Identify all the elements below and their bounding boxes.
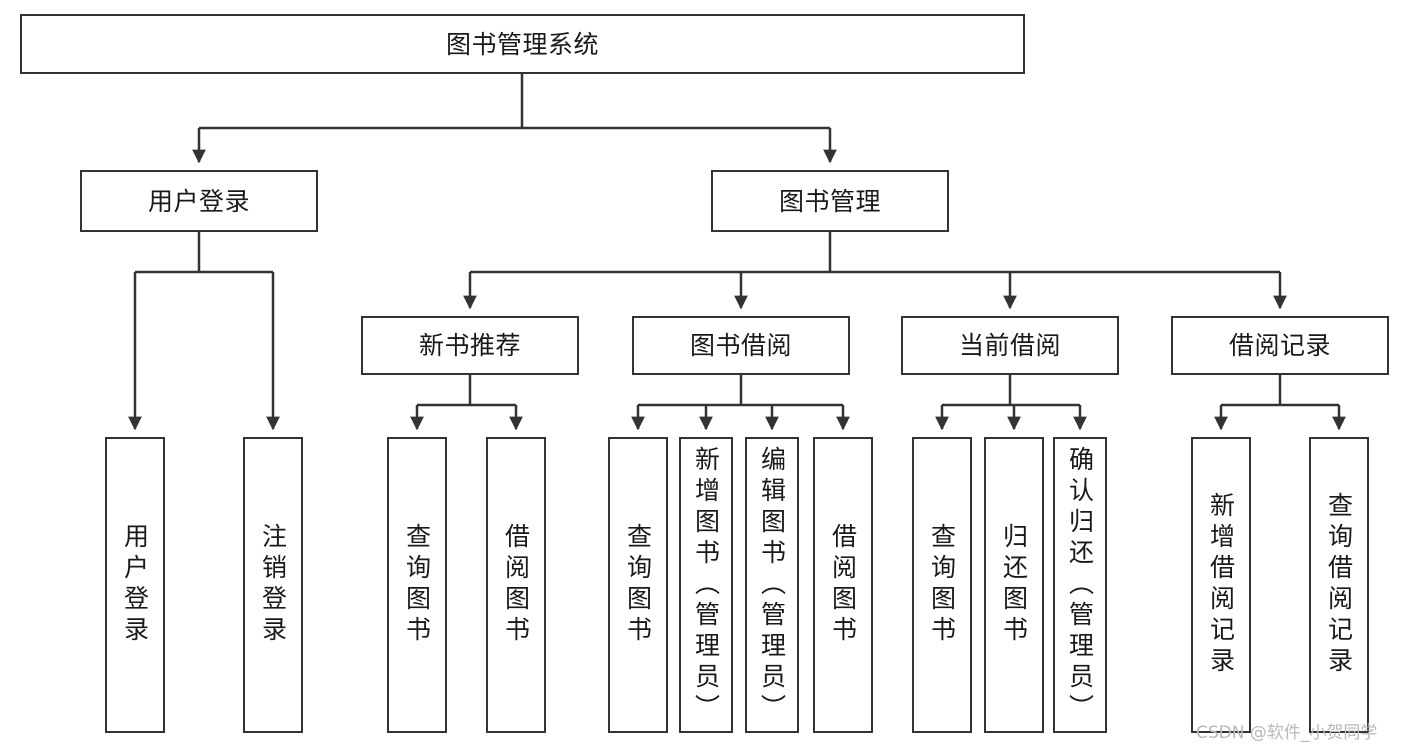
node-leaf-logout[interactable]: 注销登录 (243, 437, 303, 733)
node-book-manage-label: 图书管理 (778, 186, 881, 216)
node-new-book-recommend-label: 新书推荐 (418, 331, 521, 360)
node-current-borrow[interactable]: 当前借阅 (901, 316, 1119, 375)
node-book-borrow-label: 图书借阅 (689, 331, 792, 360)
node-leaf-user-login[interactable]: 用户登录 (105, 437, 165, 733)
node-leaf-query-book-borrow[interactable]: 查询图书 (608, 437, 668, 733)
node-root[interactable]: 图书管理系统 (20, 14, 1025, 74)
watermark-text: CSDN @软件_小贺同学 (1196, 723, 1378, 743)
node-current-borrow-label: 当前借阅 (958, 331, 1061, 360)
node-borrow-record-label: 借阅记录 (1228, 331, 1331, 360)
node-leaf-borrow-book-rec-label: 借阅图书 (501, 523, 531, 647)
node-leaf-query-book-cur-label: 查询图书 (927, 523, 957, 647)
node-user-login-label: 用户登录 (147, 186, 250, 216)
node-book-manage[interactable]: 图书管理 (711, 170, 949, 232)
node-book-borrow[interactable]: 图书借阅 (632, 316, 850, 375)
node-leaf-query-book-cur[interactable]: 查询图书 (912, 437, 972, 733)
node-leaf-edit-book-admin[interactable]: 编辑图书（管理员） (745, 437, 799, 733)
node-leaf-return-book[interactable]: 归还图书 (984, 437, 1044, 733)
node-leaf-confirm-return-admin[interactable]: 确认归还（管理员） (1053, 437, 1107, 733)
node-new-book-recommend[interactable]: 新书推荐 (361, 316, 579, 375)
node-leaf-query-book-rec[interactable]: 查询图书 (387, 437, 447, 733)
node-leaf-logout-label: 注销登录 (258, 523, 288, 647)
node-leaf-edit-book-admin-label: 编辑图书（管理员） (757, 445, 787, 725)
node-leaf-add-book-admin-label: 新增图书（管理员） (691, 445, 721, 725)
node-leaf-return-book-label: 归还图书 (999, 523, 1029, 647)
node-leaf-query-book-rec-label: 查询图书 (402, 523, 432, 647)
node-leaf-query-borrow-record-label: 查询借阅记录 (1324, 492, 1354, 678)
node-leaf-add-borrow-record-label: 新增借阅记录 (1206, 492, 1236, 678)
node-borrow-record[interactable]: 借阅记录 (1171, 316, 1389, 375)
node-root-label: 图书管理系统 (445, 29, 599, 59)
node-leaf-query-book-borrow-label: 查询图书 (623, 523, 653, 647)
node-leaf-user-login-label: 用户登录 (120, 523, 150, 647)
node-leaf-borrow-book-label: 借阅图书 (828, 523, 858, 647)
node-leaf-add-book-admin[interactable]: 新增图书（管理员） (679, 437, 733, 733)
node-leaf-borrow-book[interactable]: 借阅图书 (813, 437, 873, 733)
node-user-login[interactable]: 用户登录 (80, 170, 318, 232)
node-leaf-add-borrow-record[interactable]: 新增借阅记录 (1191, 437, 1251, 733)
node-leaf-confirm-return-admin-label: 确认归还（管理员） (1065, 445, 1095, 725)
node-leaf-borrow-book-rec[interactable]: 借阅图书 (486, 437, 546, 733)
node-leaf-query-borrow-record[interactable]: 查询借阅记录 (1309, 437, 1369, 733)
